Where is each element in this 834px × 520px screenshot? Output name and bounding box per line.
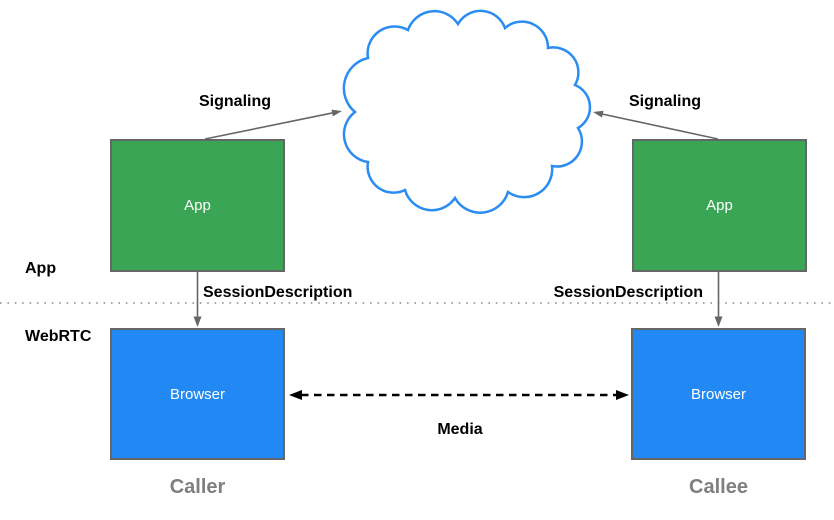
media-label: Media: [437, 421, 483, 438]
app-layer-label: App: [25, 260, 57, 277]
signaling-cloud: [342, 9, 592, 214]
caller-app-label: App: [184, 197, 211, 214]
session-description-arrow-right-head: [714, 316, 723, 327]
callee-role-label: Callee: [689, 476, 748, 498]
callee-browser-label: Browser: [690, 385, 746, 403]
webrtc-layer-label: WebRTC: [25, 328, 92, 345]
media-arrow-right-head: [616, 390, 629, 400]
session-description-label-right: SessionDescription: [553, 284, 703, 301]
media-arrow-left-head: [289, 390, 302, 400]
signaling-arrow-left-head: [331, 109, 342, 117]
signaling-arrow-right-line: [601, 113, 719, 140]
session-description-arrow-left-head: [193, 316, 202, 327]
caller-browser-label: Browser: [169, 385, 225, 403]
caller-role-label: Caller: [169, 476, 226, 498]
signaling-arrow-right-head: [593, 110, 604, 118]
caller-browser-box: Browser: [110, 328, 285, 460]
callee-browser-box: Browser: [631, 328, 806, 460]
session-description-label-left: SessionDescription: [203, 284, 353, 301]
signaling-label-left: Signaling: [199, 93, 271, 110]
caller-app-box: App: [110, 139, 285, 272]
signaling-arrow-left-line: [204, 112, 334, 140]
callee-app-label: App: [706, 197, 733, 214]
signaling-label-right: Signaling: [629, 93, 701, 110]
callee-app-box: App: [632, 139, 807, 272]
